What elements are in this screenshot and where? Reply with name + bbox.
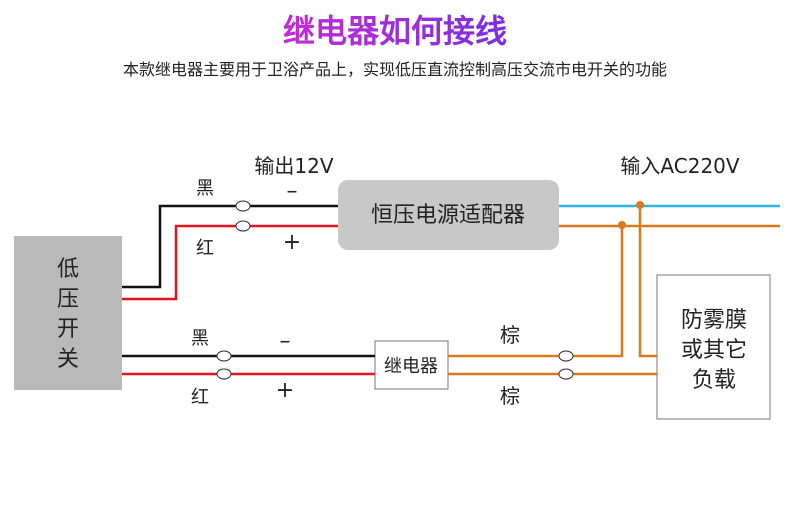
switch-to-adapter-wires	[122, 200, 338, 301]
black-wire-label-bottom: 黑	[191, 328, 209, 349]
plus-sign-top: +	[283, 230, 301, 255]
load: 防雾膜 或其它 负载	[656, 274, 771, 420]
brown-wire-label-top: 棕	[500, 323, 520, 347]
load-line-2: 或其它	[681, 338, 747, 363]
input-ac220v-label: 输入AC220V	[620, 154, 739, 178]
load-line-3: 负载	[692, 368, 736, 393]
red-wire-label-bottom: 红	[191, 387, 209, 408]
red-wire-label-top: 红	[196, 238, 214, 259]
switch-char-4: 关	[57, 347, 79, 372]
minus-sign-top: –	[287, 179, 298, 204]
relay-control-wires	[122, 350, 375, 380]
minus-sign-bottom: –	[280, 329, 291, 354]
plus-sign-bottom: +	[276, 378, 294, 403]
page-subtitle: 本款继电器主要用于卫浴产品上，实现低压直流控制高压交流市电开关的功能	[123, 60, 667, 79]
low-voltage-switch: 低 压 开 关	[14, 236, 122, 390]
brown-wire-label-bottom: 棕	[500, 384, 520, 408]
page-title: 继电器如何接线	[283, 12, 507, 50]
adapter-label: 恒压电源适配器	[371, 203, 525, 228]
relay: 继电器	[374, 340, 449, 390]
power-adapter: 恒压电源适配器	[338, 180, 559, 250]
relay-output-wires	[448, 350, 657, 380]
output-12v-label: 输出12V	[254, 154, 333, 178]
switch-char-1: 低	[57, 257, 79, 282]
load-line-1: 防雾膜	[681, 308, 747, 333]
relay-label: 继电器	[384, 356, 438, 377]
ac-input-wires	[559, 201, 780, 358]
switch-char-2: 压	[57, 287, 79, 312]
switch-char-3: 开	[57, 317, 79, 342]
black-wire-label-top: 黑	[196, 178, 214, 199]
